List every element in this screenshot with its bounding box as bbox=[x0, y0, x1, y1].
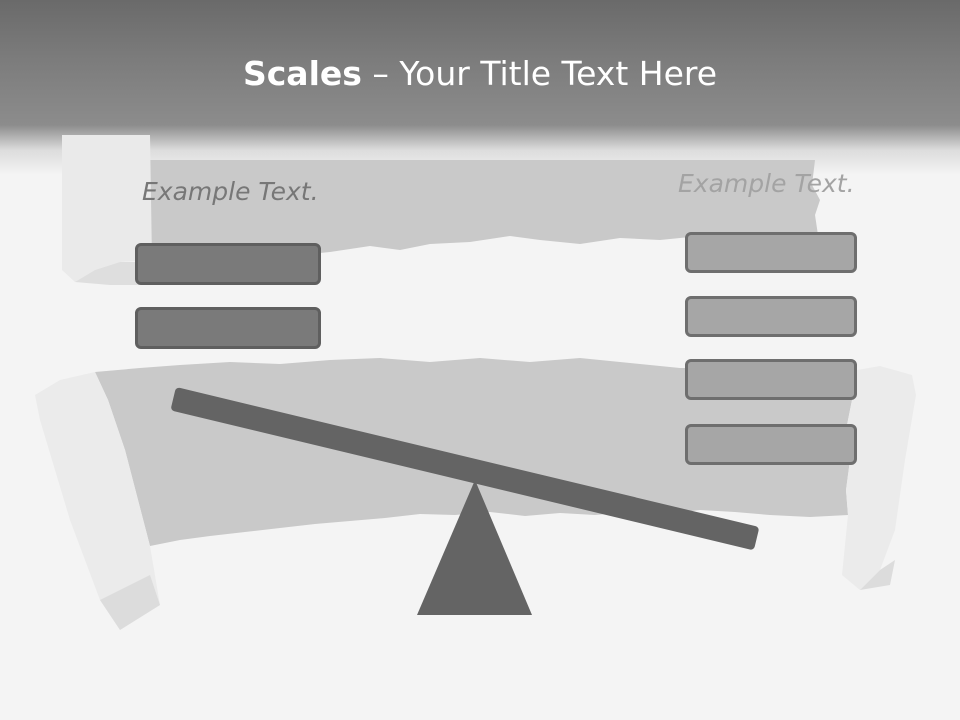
title-band bbox=[0, 0, 960, 175]
left-curl-top bbox=[62, 135, 152, 282]
slide-title: Scales – Your Title Text Here bbox=[0, 52, 960, 96]
left-example-label: Example Text. bbox=[142, 177, 319, 206]
left-curl-bottom bbox=[35, 372, 160, 630]
right-text-box-1 bbox=[685, 232, 857, 273]
left-text-box-2 bbox=[135, 307, 321, 349]
left-text-box-1 bbox=[135, 243, 321, 285]
right-curl bbox=[842, 366, 916, 590]
lower-torn-strip bbox=[95, 358, 852, 546]
fulcrum-triangle bbox=[417, 480, 532, 615]
right-text-box-4 bbox=[685, 424, 857, 465]
right-text-box-2 bbox=[685, 296, 857, 337]
title-bold: Scales bbox=[242, 54, 362, 93]
right-example-label: Example Text. bbox=[678, 169, 855, 198]
title-rest: – Your Title Text Here bbox=[361, 54, 718, 93]
right-text-box-3 bbox=[685, 359, 857, 400]
upper-torn-strip bbox=[150, 160, 820, 270]
